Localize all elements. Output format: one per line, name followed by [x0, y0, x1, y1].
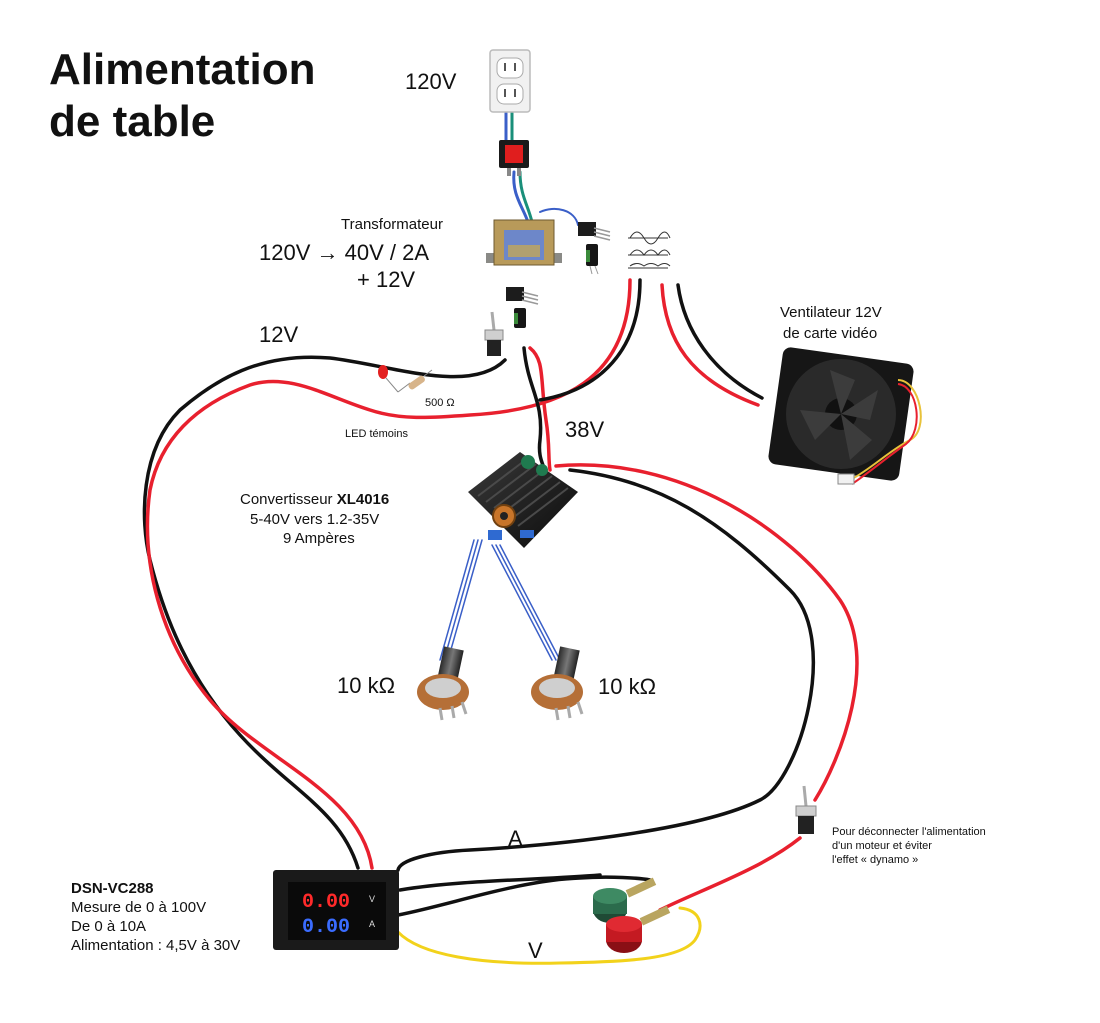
- fan-label-line2: de carte vidéo: [783, 325, 877, 342]
- wire-12v-black: [142, 355, 507, 870]
- pot-left-wire-1: [439, 539, 475, 661]
- meter-reading-voltage: 0.00: [302, 891, 350, 914]
- capacitor-2: [514, 308, 526, 328]
- wire-38v-red: [528, 346, 552, 472]
- fan-wire-black: [676, 283, 764, 400]
- wall-outlet: [489, 49, 531, 113]
- resistor-value-label: 500 Ω: [425, 397, 455, 409]
- pot-left-wire-3: [447, 539, 483, 661]
- transformer-name: Transformateur: [341, 216, 443, 233]
- transformer-secondary-wire: [539, 207, 579, 226]
- converter-label-line2: 5-40V vers 1.2-35V: [250, 511, 379, 528]
- fan-wire-red: [660, 283, 760, 407]
- binding-post-red: [606, 905, 671, 953]
- switch-note-line2: d'un moteur et éviter: [832, 840, 932, 852]
- pot-right-wire-2: [495, 544, 557, 661]
- wire-meter-to-black-terminal: [396, 875, 652, 917]
- toggle-switch-top: [484, 311, 504, 356]
- led-indicator: [378, 365, 399, 393]
- resistor-500-ohm: [397, 369, 433, 393]
- switch-to-transformer-wire-blue: [512, 170, 530, 224]
- page-title: Alimentation de table: [49, 44, 315, 148]
- pot-left-label: 10 kΩ: [337, 673, 395, 698]
- switch-to-transformer-wire-green: [518, 170, 534, 224]
- led-caption: LED témoins: [345, 428, 408, 440]
- toggle-switch-dynamo: [795, 785, 817, 834]
- meter-unit-voltage: V: [369, 894, 375, 904]
- wire-v-label: V: [528, 938, 543, 963]
- meter-unit-current: A: [369, 919, 375, 929]
- capacitor-1: [586, 244, 599, 275]
- pot-right-wire-1: [491, 544, 553, 661]
- transformer-ratio-line1: 120V → 40V / 2A: [259, 240, 429, 265]
- wire-output-red: [554, 463, 859, 802]
- meter-model: DSN-VC288: [71, 880, 154, 897]
- converter-prefix: Convertisseur: [240, 491, 337, 508]
- pot-right-wire-3: [499, 544, 561, 661]
- wire-12v-red: [145, 278, 632, 870]
- wires: [142, 110, 859, 965]
- meter-spec-line3: Alimentation : 4,5V à 30V: [71, 937, 240, 954]
- fan-label-line1: Ventilateur 12V: [780, 304, 882, 321]
- voltage-regulator-1: [578, 222, 611, 241]
- volt-amp-meter: 0.00 0.00 V A: [273, 870, 399, 950]
- meter-spec-line1: Mesure de 0 à 100V: [71, 899, 206, 916]
- wire-a-label: A: [508, 826, 523, 851]
- mains-voltage-label: 120V: [405, 69, 457, 94]
- wire-38v-black-upper: [538, 278, 642, 402]
- potentiometer-left: [417, 646, 469, 721]
- wire-switch-to-red-terminal: [658, 836, 802, 912]
- title-line-1: Alimentation: [49, 45, 316, 94]
- transformer-ratio-line2: + 12V: [357, 267, 415, 292]
- wire-yellow-sense: [396, 906, 702, 965]
- rocker-switch: [499, 140, 529, 176]
- transformer: [486, 219, 562, 266]
- converter-model: XL4016: [337, 491, 390, 508]
- wire-38v-black: [522, 346, 546, 470]
- cooling-fan: [768, 347, 922, 485]
- meter-reading-current: 0.00: [302, 916, 350, 939]
- title-line-2: de table: [49, 97, 216, 146]
- meter-spec-line2: De 0 à 10A: [71, 918, 146, 935]
- rail-38v-label: 38V: [565, 417, 604, 442]
- pot-right-label: 10 kΩ: [598, 674, 656, 699]
- rail-12v-label: 12V: [259, 322, 298, 347]
- potentiometer-right: [531, 646, 584, 721]
- pot-left-wire-2: [443, 539, 479, 661]
- converter-label-line3: 9 Ampères: [283, 530, 355, 547]
- wire-output-black: [396, 468, 816, 872]
- voltage-regulator-2: [506, 287, 539, 305]
- dc-dc-converter: [468, 452, 578, 548]
- switch-note-line1: Pour déconnecter l'alimentation: [832, 826, 986, 838]
- switch-note-line3: l'effet « dynamo »: [832, 854, 918, 866]
- binding-post-black: [593, 877, 657, 923]
- rectifier-waveform-icon: [628, 231, 671, 269]
- converter-label-line1: Convertisseur XL4016: [240, 491, 389, 508]
